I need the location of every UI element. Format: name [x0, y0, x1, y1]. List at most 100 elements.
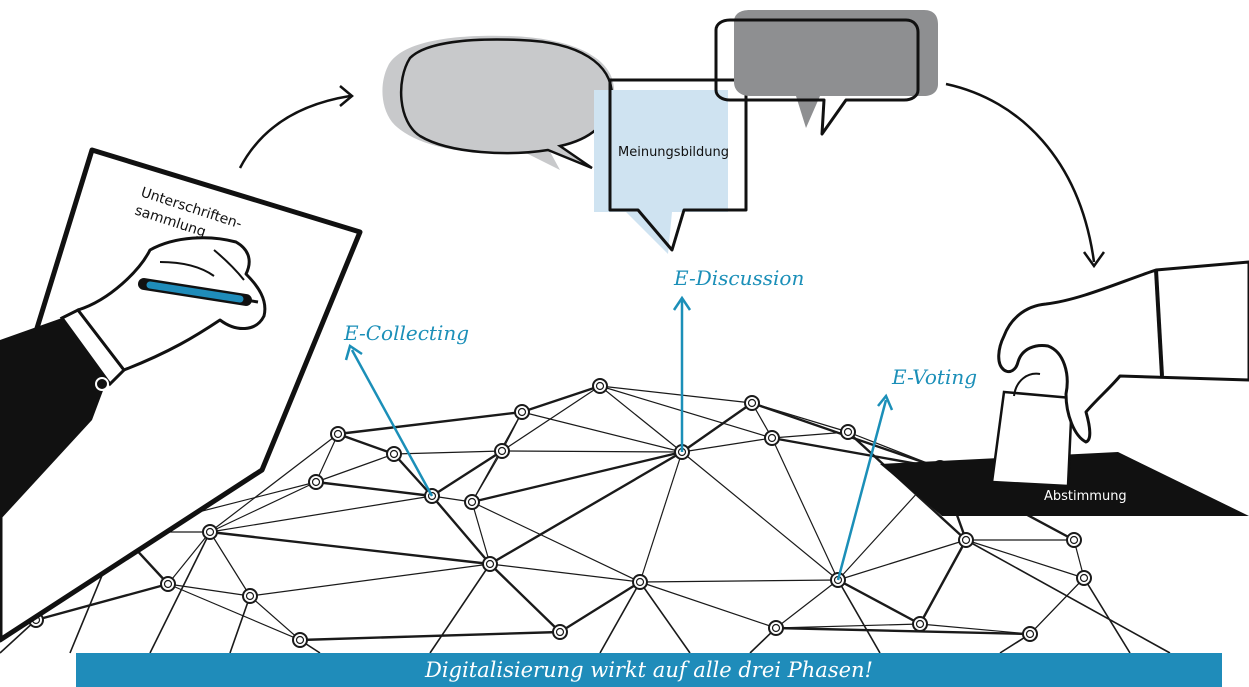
network-node-core: [205, 527, 215, 537]
network-link: [599, 385, 753, 404]
network-link: [167, 531, 211, 585]
network-link: [337, 410, 523, 436]
network-link: [965, 539, 1085, 579]
network-node: [308, 474, 324, 490]
network-link: [501, 450, 683, 453]
network-node: [386, 446, 402, 462]
network-node: [482, 556, 498, 572]
network-link: [471, 501, 641, 583]
network-node-core: [555, 627, 565, 637]
network-node-core: [517, 407, 527, 417]
network-node-core: [497, 446, 507, 456]
network-node: [464, 494, 480, 510]
network-link: [837, 579, 881, 654]
network-node-core: [467, 497, 477, 507]
network-link: [35, 582, 169, 622]
network-link: [639, 581, 691, 654]
network-link: [489, 563, 641, 583]
voting-hand-icon: [997, 260, 1249, 444]
network-link: [599, 385, 683, 453]
network-node-core: [485, 559, 495, 569]
network-node: [242, 588, 258, 604]
network-link: [1083, 577, 1131, 654]
speech-bubble-blue-shadow: [594, 90, 728, 254]
e-discussion-label: E-Discussion: [673, 266, 804, 290]
speech-bubble-gray: [399, 38, 614, 170]
network-node-core: [1079, 573, 1089, 583]
network-node: [764, 430, 780, 446]
arrow-to-voting: [945, 82, 1106, 269]
network-node-core: [245, 591, 255, 601]
network-node-core: [333, 429, 343, 439]
network-link: [167, 583, 251, 597]
e-discussion-pointer: [672, 295, 692, 452]
network-link: [315, 433, 339, 483]
network-node: [958, 532, 974, 548]
network-link: [775, 623, 921, 629]
speech-bubble-dark-shadow: [734, 10, 938, 128]
network-node-core: [635, 577, 645, 587]
network-node-core: [1069, 535, 1079, 545]
network-node-core: [295, 635, 305, 645]
network-link: [315, 453, 395, 483]
network-link: [167, 583, 301, 641]
network-node: [160, 576, 176, 592]
network-node-core: [595, 381, 605, 391]
speech-bubble-opinion: [608, 78, 748, 252]
network-link: [393, 453, 433, 497]
network-node: [494, 443, 510, 459]
network-link: [965, 539, 1171, 654]
pen-icon: [138, 278, 259, 306]
network-node: [912, 616, 928, 632]
network-node: [514, 404, 530, 420]
network-link: [837, 539, 967, 581]
network-node: [1066, 532, 1082, 548]
network-link: [639, 579, 839, 583]
network-link: [315, 480, 433, 498]
summary-banner: Digitalisierung wirkt auf alle drei Phas…: [76, 653, 1222, 687]
network-link: [209, 481, 317, 533]
network-node: [1076, 570, 1092, 586]
network-link: [431, 495, 491, 565]
network-link: [229, 595, 251, 654]
network-node-core: [311, 477, 321, 487]
network-link: [209, 495, 433, 533]
network-node-core: [961, 535, 971, 545]
network-node: [330, 426, 346, 442]
network-node: [840, 424, 856, 440]
network-link: [918, 539, 968, 625]
network-link: [919, 623, 1031, 635]
network-node-core: [389, 449, 399, 459]
network-node-core: [843, 427, 853, 437]
network-link: [681, 402, 753, 453]
network-link: [681, 437, 773, 453]
network-node-core: [771, 623, 781, 633]
e-voting-label: E-Voting: [891, 365, 977, 389]
network-link: [775, 626, 1031, 636]
network-node: [202, 524, 218, 540]
network-link: [489, 450, 683, 566]
network-link: [521, 384, 601, 414]
network-link: [149, 531, 211, 654]
network-node: [1022, 626, 1038, 642]
network-link: [681, 451, 839, 581]
opinion-label: Meinungsbildung: [618, 145, 729, 160]
network-node: [292, 632, 308, 648]
network-node-core: [427, 491, 437, 501]
network-link: [1029, 577, 1085, 635]
vote-label: Abstimmung: [1044, 489, 1127, 504]
network-link: [771, 437, 839, 581]
ballot-card: [990, 390, 1074, 488]
network-link: [501, 385, 601, 452]
network-link: [599, 385, 773, 439]
network-link: [775, 579, 839, 629]
network-link: [0, 619, 37, 654]
network-link: [431, 449, 503, 498]
network-link: [249, 563, 491, 597]
network-node-core: [163, 579, 173, 589]
network-link: [249, 595, 301, 641]
network-link: [521, 411, 683, 453]
network-link: [471, 450, 683, 504]
network-link: [599, 581, 641, 654]
